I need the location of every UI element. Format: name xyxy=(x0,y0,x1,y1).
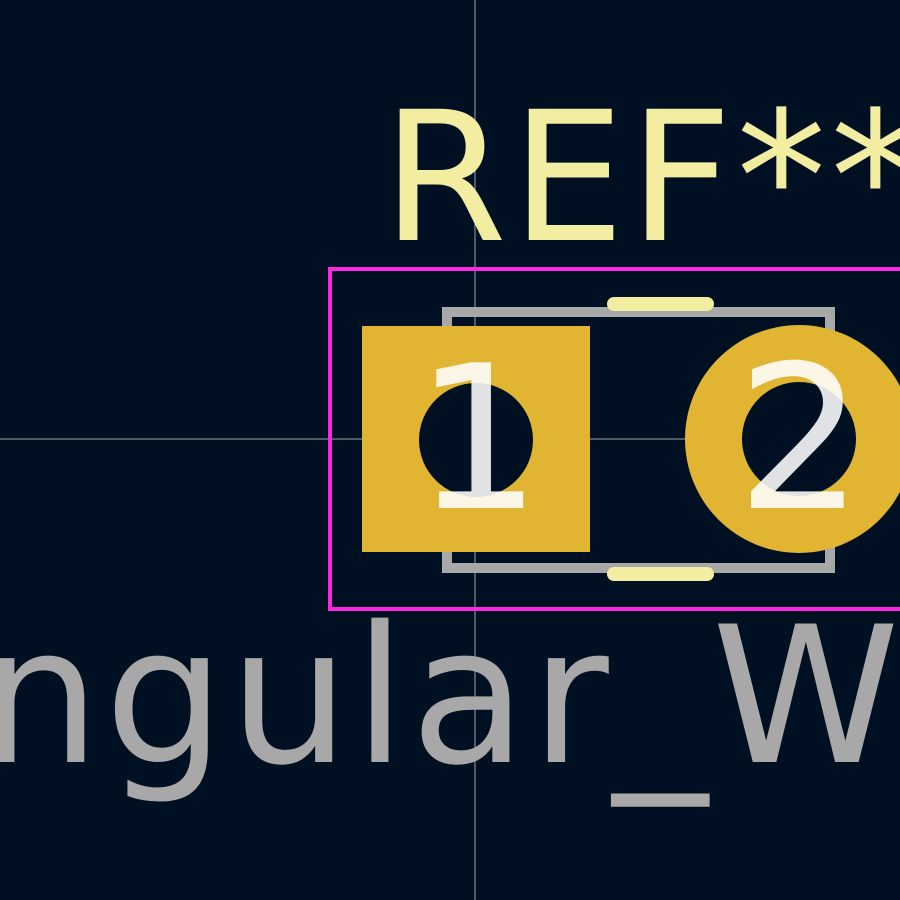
pad-2-number: 2 xyxy=(736,323,863,556)
pad-1-number: 1 xyxy=(414,323,541,556)
pad-2-drill-hole xyxy=(742,382,856,496)
footprint-value-text[interactable]: ngular_W3 xyxy=(0,586,900,807)
pad-2[interactable]: 2 xyxy=(685,323,900,556)
reference-designator[interactable]: REF** xyxy=(382,74,900,283)
courtyard-outline xyxy=(328,267,900,611)
pad-1[interactable]: 1 xyxy=(362,323,590,556)
pad-1-drill-hole xyxy=(419,383,533,497)
